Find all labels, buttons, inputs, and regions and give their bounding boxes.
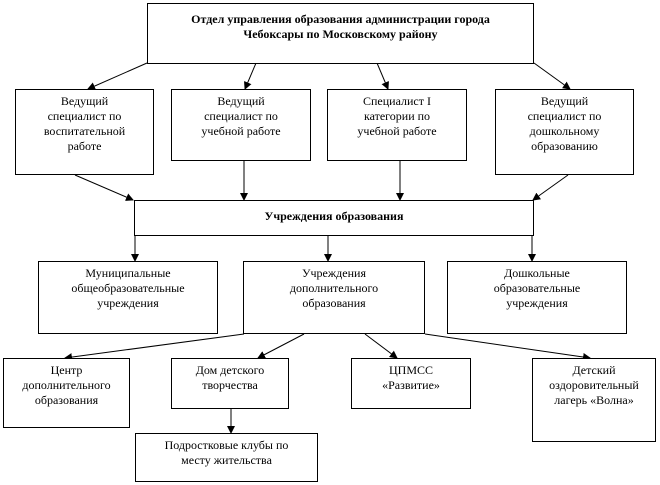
arrow	[532, 174, 569, 201]
box-text: специалист по	[527, 109, 602, 123]
additional-education-box: Учреждения дополнительного образования	[243, 261, 425, 334]
arrow	[87, 62, 148, 90]
box-text: Учреждения	[302, 266, 366, 280]
arrow	[376, 62, 389, 90]
box-text: учреждения	[97, 296, 159, 310]
preschool-institutions-box: Дошкольные образовательные учреждения	[447, 261, 627, 334]
box-text: работе	[67, 139, 102, 153]
additional-education-center-box: Центр дополнительного образования	[3, 358, 130, 428]
teen-clubs-box: Подростковые клубы по месту жительства	[135, 433, 318, 482]
box-text: Специалист I	[362, 94, 431, 108]
arrow	[64, 333, 245, 362]
box-text: Учреждения образования	[264, 209, 404, 223]
box-text: творчества	[202, 378, 258, 392]
box-text: Дошкольные	[504, 266, 570, 280]
box-text: оздоровительный	[549, 378, 639, 392]
box-text: дошкольному	[529, 124, 600, 138]
specialist-box-upbringing: Ведущий специалист по воспитательной раб…	[15, 89, 154, 175]
box-text: образовательные	[493, 281, 581, 295]
arrow	[244, 62, 257, 90]
box-text: Ведущий	[540, 94, 589, 108]
arrow	[74, 174, 134, 201]
box-text: категории по	[363, 109, 431, 123]
box-text: общеобразовательные	[71, 281, 185, 295]
specialist-box-preschool: Ведущий специалист по дошкольному образо…	[495, 89, 634, 175]
box-text: образования	[302, 296, 366, 310]
arrow	[533, 62, 571, 90]
children-creativity-house-box: Дом детского творчества	[171, 358, 289, 409]
specialist-box-educational: Ведущий специалист по учебной работе	[171, 89, 311, 161]
box-text: Ведущий	[60, 94, 109, 108]
box-text: месту жительства	[181, 453, 272, 467]
title-line: Отдел управления образования администрац…	[191, 12, 490, 26]
cpmss-box: ЦПМСС «Развитие»	[351, 358, 471, 409]
box-text: образования	[34, 393, 99, 407]
top-department-box: Отдел управления образования администрац…	[147, 3, 534, 64]
box-text: Детский	[572, 363, 616, 377]
summer-camp-box: Детский оздоровительный лагерь «Волна»	[532, 358, 656, 442]
box-text: образованию	[531, 139, 598, 153]
box-text: «Развитие»	[382, 378, 440, 392]
box-text: лагерь «Волна»	[554, 393, 634, 407]
box-text: Центр	[50, 363, 83, 377]
box-text: Ведущий	[217, 94, 265, 108]
specialist-box-category-1: Специалист I категории по учебной работе	[327, 89, 467, 161]
box-text: дополнительного	[289, 281, 379, 295]
box-text: ЦПМСС	[388, 363, 433, 377]
arrow	[257, 333, 305, 359]
box-text: учебной работе	[357, 124, 437, 138]
arrow	[364, 333, 398, 359]
box-text: учебной работе	[201, 124, 281, 138]
box-text: воспитательной	[43, 124, 126, 138]
box-text: специалист по	[204, 109, 278, 123]
box-text: учреждения	[506, 296, 568, 310]
title-line: Чебоксары по Московскому району	[243, 27, 438, 41]
box-text: дополнительного	[22, 378, 111, 392]
box-text: Подростковые клубы по	[164, 438, 289, 452]
box-text: Дом детского	[195, 363, 265, 377]
box-text: Муниципальные	[85, 266, 171, 280]
institutions-box: Учреждения образования	[134, 200, 534, 236]
arrow	[424, 333, 591, 361]
municipal-schools-box: Муниципальные общеобразовательные учрежд…	[38, 261, 218, 334]
box-text: специалист по	[47, 109, 122, 123]
